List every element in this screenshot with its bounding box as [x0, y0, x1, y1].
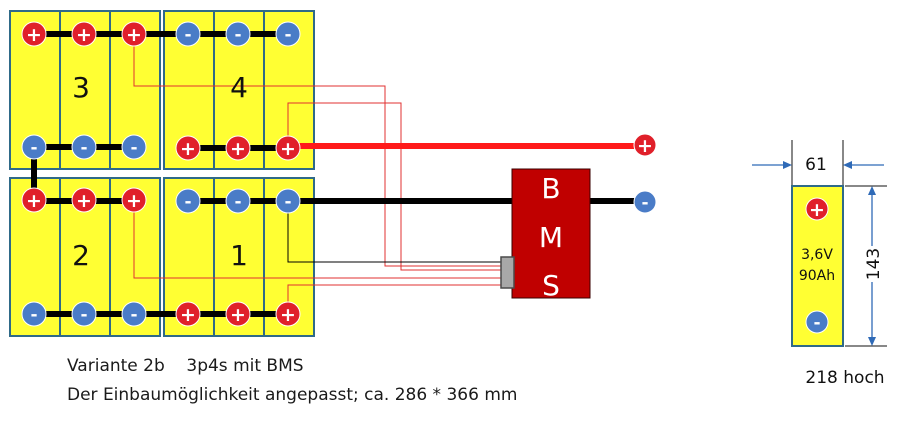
- minus-terminal-icon: [275, 188, 301, 214]
- cell-detail-plus-sign: +: [809, 199, 825, 221]
- balance-wire: [287, 201, 502, 263]
- output-plus-sign: +: [637, 135, 653, 157]
- plus-terminal-icon: [175, 301, 201, 327]
- plus-terminal-icon: [633, 133, 657, 157]
- balance-wire: [133, 37, 502, 267]
- plus-terminal-icon: [805, 197, 829, 221]
- module-number-4: 4: [230, 71, 248, 104]
- minus-terminal-icon: [805, 310, 829, 334]
- arrowhead-icon: [868, 186, 876, 195]
- cell-height-label: 143: [864, 248, 884, 280]
- module-number-3: 3: [72, 71, 90, 104]
- output-minus-terminal: -: [633, 190, 657, 214]
- minus-terminal-icon: [21, 134, 47, 160]
- minus-terminal-icon: [225, 188, 251, 214]
- plus-terminal-icon: [225, 301, 251, 327]
- minus-terminal-icon: [121, 134, 147, 160]
- plus-terminal-icon: [225, 135, 251, 161]
- terminal-sign: -: [30, 305, 37, 325]
- terminal-sign: -: [234, 192, 241, 212]
- terminal-sign: -: [184, 25, 191, 45]
- cell-blocks: [9, 10, 315, 337]
- module-number-1: 1: [230, 239, 248, 272]
- terminal-sign: +: [126, 24, 142, 46]
- output-minus-sign: -: [641, 193, 648, 213]
- minus-terminal-icon: [71, 134, 97, 160]
- terminal-sign: -: [80, 305, 87, 325]
- minus-terminal-icon: [633, 190, 657, 214]
- cell-terminals: + + + - - - - - - + + + + + + - - - - - - + + +: [21, 21, 301, 327]
- plus-terminal-icon: [21, 187, 47, 213]
- terminal-sign: -: [234, 25, 241, 45]
- bms-label-s: S: [542, 269, 560, 302]
- bms-box: [511, 168, 591, 299]
- terminal-sign: -: [130, 305, 137, 325]
- terminal-sign: +: [126, 190, 142, 212]
- plus-terminal-icon: [275, 135, 301, 161]
- bms-connector: [500, 256, 515, 289]
- arrowhead-icon: [783, 161, 792, 169]
- terminal-sign: +: [230, 138, 246, 160]
- terminal-sign: +: [280, 138, 296, 160]
- minus-terminal-icon: [71, 301, 97, 327]
- terminal-sign: +: [180, 304, 196, 326]
- caption-line-2: Der Einbaumöglichkeit angepasst; ca. 286…: [67, 385, 518, 405]
- balance-wire: [133, 200, 502, 279]
- bms-module: B M S: [500, 168, 591, 302]
- terminal-sign: +: [230, 304, 246, 326]
- terminal-sign: -: [130, 138, 137, 158]
- terminal-sign: +: [280, 304, 296, 326]
- minus-terminal-icon: [175, 21, 201, 47]
- terminal-sign: +: [76, 190, 92, 212]
- plus-terminal-icon: [175, 135, 201, 161]
- plus-terminal-icon: [21, 21, 47, 47]
- cell-depth-label: 218 hoch: [805, 368, 884, 388]
- module-number-2: 2: [72, 239, 90, 272]
- balance-wire: [287, 284, 502, 313]
- minus-terminal-icon: [21, 301, 47, 327]
- minus-terminal-icon: [175, 188, 201, 214]
- terminal-sign: -: [80, 138, 87, 158]
- caption-line-1: Variante 2b 3p4s mit BMS: [67, 356, 304, 376]
- bms-label-m: M: [539, 221, 563, 254]
- terminal-sign: -: [284, 25, 291, 45]
- minus-terminal-icon: [225, 21, 251, 47]
- terminal-sign: -: [184, 192, 191, 212]
- arrowhead-icon: [868, 337, 876, 346]
- balance-wires: [133, 37, 502, 313]
- terminal-sign: +: [180, 138, 196, 160]
- balance-wire: [287, 102, 502, 271]
- plus-terminal-icon: [71, 21, 97, 47]
- cell-width-label: 61: [805, 155, 827, 175]
- terminal-sign: +: [26, 190, 42, 212]
- cell-voltage: 3,6V: [801, 247, 833, 263]
- plus-terminal-icon: [71, 187, 97, 213]
- terminal-sign: +: [76, 24, 92, 46]
- plus-terminal-icon: [275, 301, 301, 327]
- cell-detail-minus-sign: -: [813, 313, 820, 333]
- bms-label-b: B: [541, 172, 560, 205]
- terminal-sign: -: [30, 138, 37, 158]
- output-plus-terminal: +: [633, 133, 657, 157]
- plus-terminal-icon: [121, 187, 147, 213]
- cell-detail: 61 + 3,6V 90Ah - 143 218 hoch: [752, 140, 887, 388]
- minus-terminal-icon: [121, 301, 147, 327]
- terminal-sign: -: [284, 192, 291, 212]
- minus-terminal-icon: [275, 21, 301, 47]
- plus-terminal-icon: [121, 21, 147, 47]
- arrowhead-icon: [843, 161, 852, 169]
- height-label-bg: [860, 246, 884, 282]
- terminal-sign: +: [26, 24, 42, 46]
- cell-capacity: 90Ah: [799, 268, 835, 284]
